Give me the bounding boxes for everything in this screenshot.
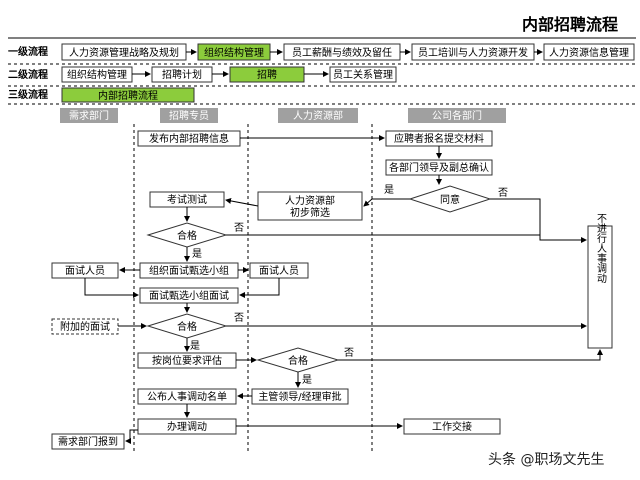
decision-pass-3[interactable]: 合格 <box>256 347 340 373</box>
lane-header-demand: 需求部门 <box>60 108 118 123</box>
svg-text:办理调动: 办理调动 <box>167 420 207 433</box>
node-report[interactable]: 需求部门报到 <box>51 433 125 450</box>
node-apply[interactable]: 应聘者报名提交材料 <box>385 130 493 147</box>
connectors <box>84 135 603 444</box>
svg-text:组织结构管理: 组织结构管理 <box>67 68 127 81</box>
svg-text:招聘专员: 招聘专员 <box>169 109 209 122</box>
node-no-transfer[interactable]: 不进行人事调动 <box>587 213 613 349</box>
edge-label-yes: 是 <box>192 248 202 260</box>
level2-item[interactable]: 组织结构管理 <box>61 66 133 83</box>
svg-text:人力资源部: 人力资源部 <box>285 194 335 207</box>
node-interview-right[interactable]: 面试人员 <box>249 262 309 279</box>
level1-item[interactable]: 人力资源信息管理 <box>543 43 635 61</box>
node-position-eval[interactable]: 按岗位要求评估 <box>137 352 237 369</box>
level1-item[interactable]: 员工培训与人力资源开发 <box>411 43 535 61</box>
node-extra-interview[interactable]: 附加的面试 <box>51 318 119 335</box>
svg-text:面试人员: 面试人员 <box>259 264 299 277</box>
svg-text:合格: 合格 <box>177 229 197 242</box>
svg-text:人力资源部: 人力资源部 <box>293 109 343 122</box>
level2-item[interactable]: 招聘计划 <box>151 66 213 83</box>
level3-label: 三级流程 <box>8 88 48 101</box>
svg-text:内部招聘流程: 内部招聘流程 <box>98 89 158 102</box>
edge-label-no: 否 <box>344 347 354 359</box>
level2-item-current[interactable]: 招聘 <box>229 66 305 83</box>
level1-item[interactable]: 员工薪酬与绩效及留任 <box>283 43 401 61</box>
svg-text:需求部门报到: 需求部门报到 <box>58 435 118 448</box>
edge-label-yes: 是 <box>190 340 200 352</box>
svg-text:需求部门: 需求部门 <box>69 109 109 122</box>
svg-text:员工关系管理: 员工关系管理 <box>333 68 393 81</box>
node-interview-left[interactable]: 面试人员 <box>51 262 119 279</box>
edge-label-yes: 是 <box>302 374 312 386</box>
node-manager-approve[interactable]: 主管领导/经理审批 <box>251 388 349 405</box>
edge-label-no: 否 <box>234 222 244 234</box>
svg-text:各部门领导及副总确认: 各部门领导及副总确认 <box>389 161 489 174</box>
lane-header-recruiter: 招聘专员 <box>160 108 218 123</box>
svg-text:人力资源信息管理: 人力资源信息管理 <box>549 46 629 59</box>
node-publish[interactable]: 发布内部招聘信息 <box>137 130 241 147</box>
svg-text:招聘计划: 招聘计划 <box>162 68 202 81</box>
edge-label-no: 否 <box>234 312 244 324</box>
svg-text:员工薪酬与绩效及留任: 员工薪酬与绩效及留任 <box>292 46 392 59</box>
lane-header-departments: 公司各部门 <box>408 108 506 123</box>
svg-text:附加的面试: 附加的面试 <box>60 320 110 333</box>
node-hr-screen[interactable]: 人力资源部 初步筛选 <box>257 191 363 221</box>
svg-text:面试甄选小组面试: 面试甄选小组面试 <box>149 289 229 302</box>
level3-item-current[interactable]: 内部招聘流程 <box>61 87 195 103</box>
svg-text:招聘: 招聘 <box>257 68 277 81</box>
svg-text:工作交接: 工作交接 <box>432 420 472 433</box>
svg-text:应聘者报名提交材料: 应聘者报名提交材料 <box>394 132 484 145</box>
svg-text:公司各部门: 公司各部门 <box>432 109 482 122</box>
svg-text:人力资源管理战略及规划: 人力资源管理战略及规划 <box>69 46 179 59</box>
decision-pass-2[interactable]: 合格 <box>146 313 228 339</box>
node-publish-list[interactable]: 公布人事调动名单 <box>137 388 237 405</box>
level1-item[interactable]: 人力资源管理战略及规划 <box>61 43 187 61</box>
level1-label: 一级流程 <box>8 45 48 58</box>
decision-agree[interactable]: 同意 <box>408 185 492 213</box>
node-transfer[interactable]: 办理调动 <box>137 418 237 435</box>
node-dept-confirm[interactable]: 各部门领导及副总确认 <box>385 159 493 176</box>
level2-label: 二级流程 <box>8 68 48 81</box>
svg-text:员工培训与人力资源开发: 员工培训与人力资源开发 <box>418 46 528 59</box>
decision-pass-1[interactable]: 合格 <box>146 222 228 248</box>
svg-text:发布内部招聘信息: 发布内部招聘信息 <box>149 132 229 145</box>
node-team-interview[interactable]: 面试甄选小组面试 <box>139 287 239 304</box>
svg-text:初步筛选: 初步筛选 <box>290 206 330 219</box>
svg-text:不进行人事调动: 不进行人事调动 <box>595 213 607 284</box>
svg-text:主管领导/经理审批: 主管领导/经理审批 <box>258 390 341 403</box>
level2-item[interactable]: 员工关系管理 <box>329 66 397 83</box>
svg-text:同意: 同意 <box>440 193 460 206</box>
svg-text:按岗位要求评估: 按岗位要求评估 <box>152 354 222 367</box>
node-form-team[interactable]: 组织面试甄选小组 <box>139 262 239 279</box>
level1-item-current[interactable]: 组织结构管理 <box>197 43 271 61</box>
edge-label-no: 否 <box>498 187 508 199</box>
svg-text:组织面试甄选小组: 组织面试甄选小组 <box>149 264 229 277</box>
svg-text:考试测试: 考试测试 <box>167 193 207 206</box>
page-title: 内部招聘流程 <box>522 15 618 34</box>
svg-text:公布人事调动名单: 公布人事调动名单 <box>147 390 227 403</box>
svg-text:面试人员: 面试人员 <box>65 264 105 277</box>
edge-label-yes: 是 <box>384 184 394 196</box>
node-exam[interactable]: 考试测试 <box>149 191 225 208</box>
watermark: 头条 @职场文先生 <box>488 451 604 468</box>
lane-header-hr: 人力资源部 <box>278 108 358 123</box>
node-handover[interactable]: 工作交接 <box>403 418 501 435</box>
svg-text:合格: 合格 <box>177 320 197 333</box>
svg-text:合格: 合格 <box>288 354 308 367</box>
svg-text:组织结构管理: 组织结构管理 <box>204 46 264 59</box>
